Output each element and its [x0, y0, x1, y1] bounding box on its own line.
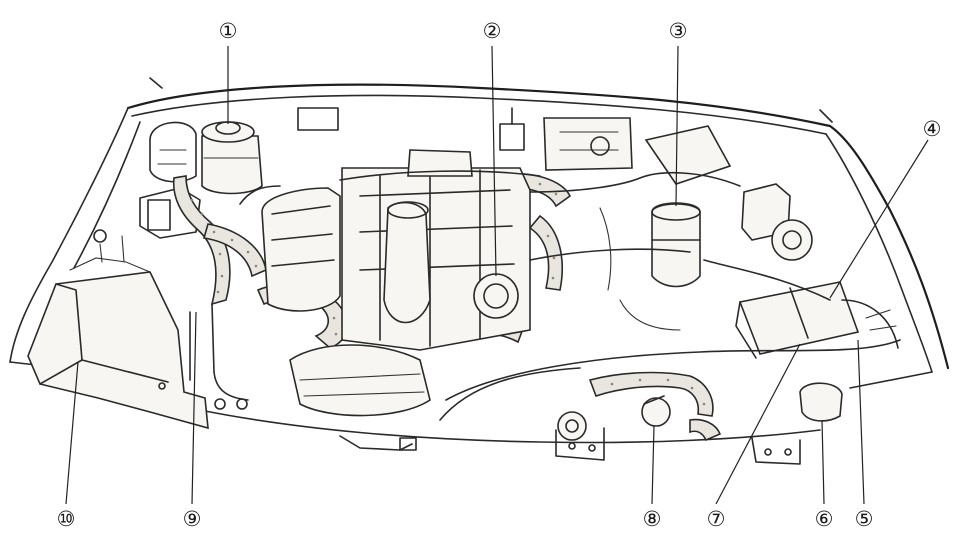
- leader-8: [651, 425, 655, 505]
- intake-duct: [214, 344, 431, 417]
- callout-2: ②: [483, 19, 502, 43]
- callout-8: ⑧: [643, 507, 662, 531]
- leader-4: [829, 139, 929, 299]
- leader-5: [857, 339, 865, 505]
- leader-10: [65, 361, 79, 505]
- callout-4: ④: [923, 117, 942, 141]
- wiring-lines: [189, 170, 901, 421]
- callout-10: ⑩: [57, 507, 76, 531]
- callout-labels: ① ② ③ ④ ⑤ ⑥ ⑦ ⑧ ⑨ ⑩: [57, 19, 942, 531]
- callout-9: ⑨: [183, 507, 202, 531]
- callout-5: ⑤: [855, 507, 874, 531]
- leader-3: [675, 45, 679, 207]
- leader-6: [821, 419, 825, 505]
- callout-6: ⑥: [815, 507, 834, 531]
- front-apron: [199, 409, 821, 465]
- air-cleaner-box: [27, 229, 209, 430]
- callout-1: ①: [219, 19, 238, 43]
- leader-2: [491, 45, 497, 277]
- leader-9: [191, 311, 197, 505]
- callout-3: ③: [669, 19, 688, 43]
- callout-7: ⑦: [707, 507, 726, 531]
- leader-lines: [65, 45, 929, 505]
- engine-block: [261, 107, 531, 351]
- reservoir: [201, 121, 263, 195]
- leader-7: [715, 343, 801, 505]
